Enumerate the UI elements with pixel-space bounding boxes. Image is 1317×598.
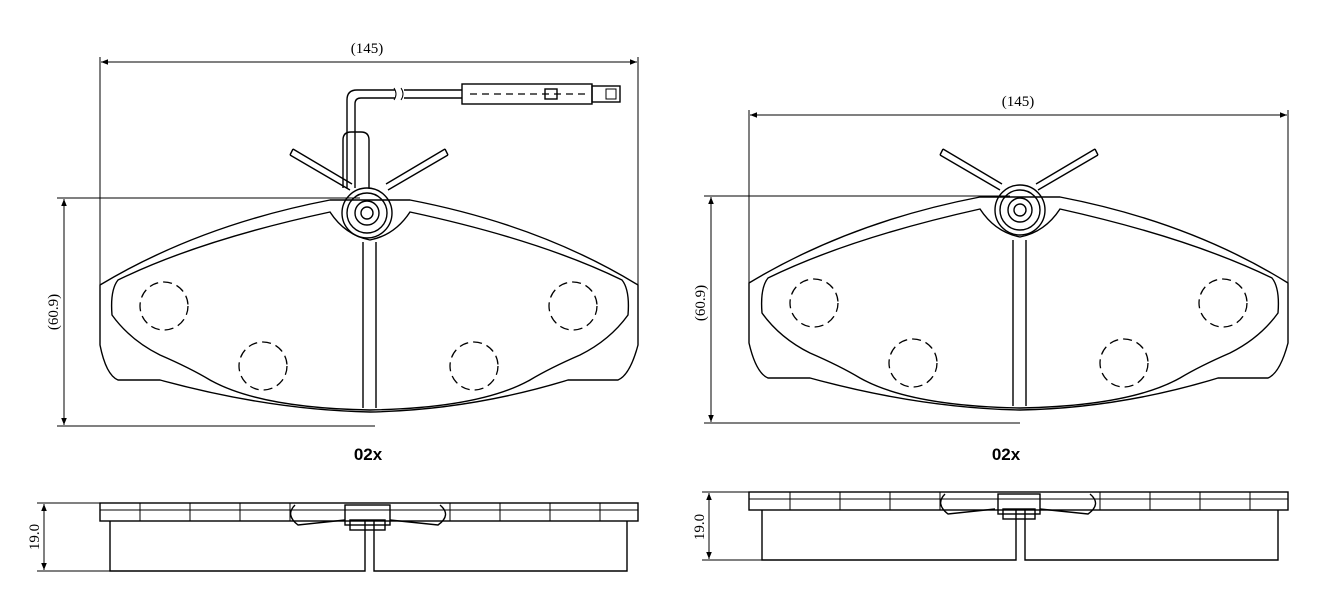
right-height-dimension: (60.9): [693, 195, 1020, 424]
right-side-clip: [940, 493, 1097, 520]
right-pivot-boss: [994, 184, 1046, 236]
right-thickness-label: 19.0: [692, 514, 708, 540]
right-front-view: (145) (60.9) 02x: [693, 94, 1289, 464]
left-backing-plate: [99, 199, 639, 413]
right-spring-clip: [939, 148, 1099, 191]
left-width-label: (145): [351, 41, 384, 57]
right-part-code: 02x: [992, 445, 1021, 464]
left-pivot-boss: [341, 187, 393, 239]
right-friction-pad: [760, 208, 1280, 409]
left-wear-sensor: [342, 83, 621, 188]
left-thickness-label: 19.0: [27, 524, 43, 550]
right-plate-ticks: [789, 492, 1251, 510]
right-hole-3: [1099, 338, 1149, 388]
right-backing-plate: [748, 196, 1289, 411]
left-hole-3: [449, 341, 499, 391]
left-hole-4: [548, 281, 598, 331]
left-height-dimension: (60.9): [46, 197, 375, 427]
right-width-dimension: (145): [748, 94, 1289, 285]
right-width-label: (145): [1002, 94, 1035, 110]
right-height-label: (60.9): [693, 285, 709, 321]
left-part-code: 02x: [354, 445, 383, 464]
left-height-label: (60.9): [46, 294, 62, 330]
right-hole-1: [789, 278, 839, 328]
left-side-view: 19.0: [27, 502, 639, 572]
left-front-view: (145) (60.9): [46, 41, 639, 464]
left-hole-2: [238, 341, 288, 391]
left-plate-ticks: [139, 503, 601, 521]
right-side-view: 19.0: [692, 491, 1289, 561]
right-hole-4: [1198, 278, 1248, 328]
left-hole-1: [139, 281, 189, 331]
left-side-clip: [290, 504, 447, 531]
right-hole-2: [888, 338, 938, 388]
left-width-dimension: (145): [99, 41, 639, 285]
left-spring-clip: [289, 148, 449, 191]
